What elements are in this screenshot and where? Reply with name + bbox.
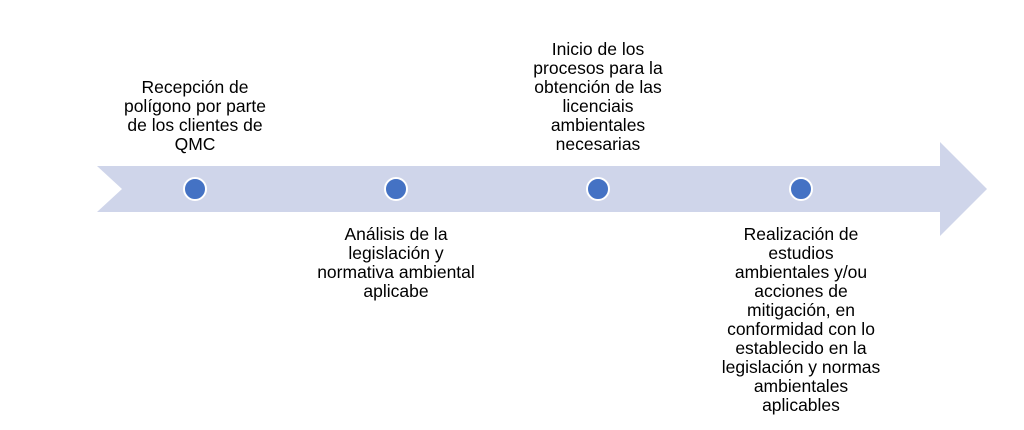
step-label-1: Recepción de polígono por parte de los c… xyxy=(123,77,267,154)
timeline-arrow xyxy=(97,142,987,236)
timeline-dot-1 xyxy=(183,177,207,201)
step-label-3: Inicio de los procesos para la obtención… xyxy=(533,39,663,154)
timeline-dot-2 xyxy=(384,177,408,201)
step-label-2: Análisis de la legislación y normativa a… xyxy=(317,224,475,301)
step-label-4: Realización de estudios ambientales y/ou… xyxy=(721,224,881,415)
timeline-dot-4 xyxy=(789,177,813,201)
timeline-dot-3 xyxy=(586,177,610,201)
